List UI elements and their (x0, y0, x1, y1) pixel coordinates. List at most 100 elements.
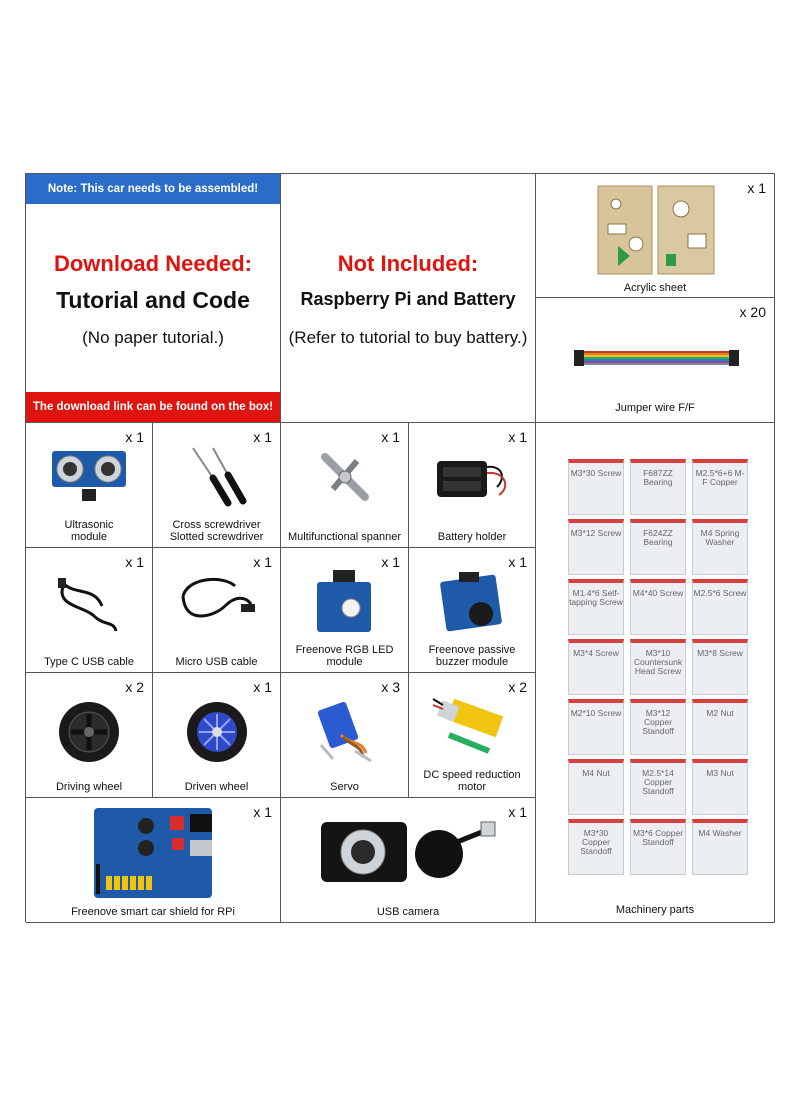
typec-cell: x 1 Type C USB cable (26, 548, 153, 673)
machinery-bag: M3*12 Copper Standoff (630, 699, 686, 755)
jumper-label: Jumper wire F/F (615, 402, 695, 414)
screwdriver-label-2: Slotted screwdriver (169, 531, 264, 543)
screwdriver-image (192, 447, 247, 507)
typec-label: Type C USB cable (44, 656, 134, 668)
machinery-bag: M2 Nut (692, 699, 748, 755)
microusb-cable-image (181, 577, 255, 618)
rgb-led-qty: x 1 (381, 554, 400, 570)
shield-qty: x 1 (253, 804, 272, 820)
battery-holder-image (437, 461, 507, 497)
machinery-bag: M3*4 Screw (568, 639, 624, 695)
microusb-qty: x 1 (253, 554, 272, 570)
machinery-bag: F624ZZ Bearing (630, 519, 686, 575)
motor-label-2: motor (457, 781, 487, 793)
motor-label-1: DC speed reduction (423, 769, 521, 781)
jumper-wire-image (574, 350, 739, 366)
buzzer-label-1: Freenove passive (428, 644, 516, 656)
machinery-bag: M4*40 Screw (630, 579, 686, 635)
servo-label: Servo (330, 781, 359, 793)
machinery-bag: M4 Nut (568, 759, 624, 815)
machinery-parts-cell: M3*30 Screw F687ZZ Bearing M2.5*6+6 M-F … (536, 423, 775, 923)
ultrasonic-label-1: Ultrasonic (64, 519, 114, 531)
assembly-note-banner: Note: This car needs to be assembled! (26, 174, 280, 204)
camera-label: USB camera (376, 906, 440, 918)
ultrasonic-label-2: module (70, 531, 108, 543)
machinery-bag: M4 Spring Washer (692, 519, 748, 575)
machinery-bag: M2*10 Screw (568, 699, 624, 755)
driving-wheel-qty: x 2 (125, 679, 144, 695)
machinery-bag-grid: M3*30 Screw F687ZZ Bearing M2.5*6+6 M-F … (568, 459, 748, 879)
rgb-led-label-2: module (326, 656, 363, 668)
battery-holder-cell: x 1 Battery holder (409, 423, 536, 548)
machinery-bag: M3*12 Screw (568, 519, 624, 575)
buzzer-module-image (440, 572, 502, 632)
dc-motor-image (432, 698, 504, 754)
typec-qty: x 1 (125, 554, 144, 570)
jumper-qty: x 20 (739, 304, 766, 320)
machinery-bag: M3*30 Copper Standoff (568, 819, 624, 875)
buzzer-cell: x 1 Freenove passive buzzer module (409, 548, 536, 673)
driven-wheel-cell: x 1 Driven wheel (153, 673, 281, 798)
machinery-bag: M2.5*6+6 M-F Copper (692, 459, 748, 515)
driving-wheel-label: Driving wheel (55, 781, 123, 793)
motor-qty: x 2 (508, 679, 527, 695)
driving-wheel-cell: x 2 Driving wheel (26, 673, 153, 798)
motor-cell: x 2 DC speed reduction motor (409, 673, 536, 798)
servo-cell: x 3 Servo (281, 673, 409, 798)
buzzer-label-2: buzzer module (435, 656, 509, 668)
download-subtitle: Tutorial and Code (56, 287, 250, 313)
machinery-bag: M2.5*6 Screw (692, 579, 748, 635)
machinery-label: Machinery parts (615, 904, 695, 916)
not-included-title: Not Included: (337, 251, 479, 276)
machinery-bag: M3*8 Screw (692, 639, 748, 695)
screwdriver-cell: x 1 Cross screwdriver Slotted screwdrive… (153, 423, 281, 548)
buzzer-qty: x 1 (508, 554, 527, 570)
download-link-banner: The download link can be found on the bo… (26, 392, 280, 422)
machinery-bag: F687ZZ Bearing (630, 459, 686, 515)
spanner-label: Multifunctional spanner (287, 531, 402, 543)
servo-qty: x 3 (381, 679, 400, 695)
rgb-led-cell: x 1 Freenove RGB LED module (281, 548, 409, 673)
camera-cell: x 1 USB camera (281, 798, 536, 923)
machinery-bag: M1.4*6 Self-tapping Screw (568, 579, 624, 635)
not-included-subtitle: Raspberry Pi and Battery (300, 289, 516, 309)
spanner-cell: x 1 Multifunctional spanner (281, 423, 409, 548)
battery-holder-qty: x 1 (508, 429, 527, 445)
machinery-bag: M3*6 Copper Standoff (630, 819, 686, 875)
ultrasonic-qty: x 1 (125, 429, 144, 445)
smart-car-shield-image (94, 808, 212, 898)
shield-cell: x 1 Freenove smart car shield for RPi (26, 798, 281, 923)
not-included-note: (Refer to tutorial to buy battery.) (288, 328, 528, 347)
driven-wheel-qty: x 1 (253, 679, 272, 695)
acrylic-sheet-image (597, 185, 715, 275)
jumper-wire-cell: x 20 Jumper wire F/F (536, 298, 775, 423)
shield-label: Freenove smart car shield for RPi (71, 906, 235, 918)
microusb-cell: x 1 Micro USB cable (153, 548, 281, 673)
machinery-bag: M4 Washer (692, 819, 748, 875)
screwdriver-qty: x 1 (253, 429, 272, 445)
download-note: (No paper tutorial.) (82, 328, 224, 347)
typec-cable-image (58, 578, 118, 632)
spanner-qty: x 1 (381, 429, 400, 445)
driving-wheel-image (59, 702, 119, 762)
usb-camera-image (321, 821, 496, 882)
machinery-bag: M3*10 Countersunk Head Screw (630, 639, 686, 695)
servo-image (317, 701, 372, 763)
not-included-cell: Not Included: Raspberry Pi and Battery (… (281, 174, 536, 423)
parts-grid: Note: This car needs to be assembled! Do… (25, 173, 775, 923)
acrylic-label: Acrylic sheet (623, 282, 687, 294)
machinery-bag: M2.5*14 Copper Standoff (630, 759, 686, 815)
camera-qty: x 1 (508, 804, 527, 820)
ultrasonic-module-image (52, 451, 126, 501)
screwdriver-label-1: Cross screwdriver (172, 519, 261, 531)
driven-wheel-label: Driven wheel (184, 781, 249, 793)
rgb-led-module-image (317, 570, 371, 632)
rgb-led-label-1: Freenove RGB LED (295, 644, 394, 656)
acrylic-sheet-cell: x 1 Acrylic sheet (536, 174, 775, 298)
driven-wheel-image (187, 702, 247, 762)
battery-holder-label: Battery holder (437, 531, 507, 543)
acrylic-qty: x 1 (747, 180, 766, 196)
microusb-label: Micro USB cable (175, 656, 258, 668)
spanner-image (321, 453, 369, 501)
machinery-bag: M3*30 Screw (568, 459, 624, 515)
